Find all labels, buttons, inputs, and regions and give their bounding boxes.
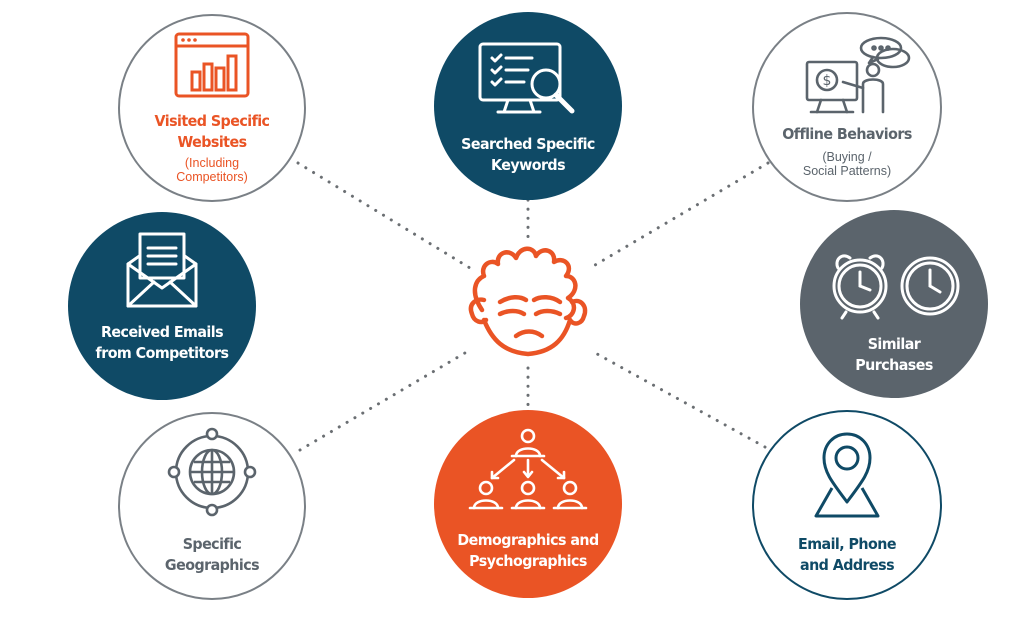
- node-title-line: from Competitors: [95, 344, 229, 362]
- node-visited-websites: Visited Specific Websites (Including Com…: [118, 14, 306, 202]
- node-received-emails: Received Emails from Competitors: [68, 212, 256, 400]
- monitor-checklist-magnifier-icon: [478, 42, 575, 114]
- node-title-line: Visited Specific: [154, 112, 270, 130]
- node-specific-geographics: Specific Geographics: [118, 412, 306, 600]
- person-presenting-dollar-icon: $: [805, 36, 911, 114]
- frowning-face-icon: [468, 246, 588, 357]
- node-title-line: Purchases: [855, 356, 933, 374]
- globe-icon: [167, 427, 257, 517]
- connector-specific-geographics: [298, 348, 472, 452]
- node-title-line: Psychographics: [469, 552, 587, 570]
- node-offline-behaviors: $ Offline Behaviors (Buying / Social Pat…: [752, 12, 942, 202]
- node-title-line: Geographics: [164, 556, 260, 574]
- svg-text:$: $: [823, 73, 832, 89]
- node-title-line: Similar: [867, 335, 921, 353]
- browser-bar-chart-icon: [174, 32, 250, 98]
- node-contact-info: Email, Phone and Address: [752, 410, 942, 600]
- node-subtitle-line: Social Patterns): [802, 164, 892, 178]
- node-title-line: and Address: [799, 556, 895, 574]
- clocks-icon: [832, 254, 960, 320]
- node-demographics: Demographics and Psychographics: [434, 410, 622, 598]
- node-title-line: Keywords: [490, 156, 566, 174]
- node-similar-purchases: Similar Purchases: [800, 210, 988, 398]
- node-title-line: Websites: [177, 133, 247, 151]
- node-title-line: Received Emails: [100, 323, 224, 341]
- envelope-letter-icon: [126, 232, 198, 308]
- node-title-line: Offline Behaviors: [782, 125, 912, 143]
- connector-visited-websites: [296, 161, 472, 270]
- node-title-line: Searched Specific: [461, 135, 595, 153]
- connector-offline-behaviors: [588, 161, 770, 270]
- node-subtitle-line: Competitors): [176, 170, 248, 184]
- node-searched-keywords: Searched Specific Keywords: [434, 12, 622, 200]
- org-chart-people-icon: [468, 428, 588, 510]
- node-title-line: Demographics and: [457, 531, 599, 549]
- connector-contact-info: [588, 348, 767, 449]
- node-title-line: Specific: [182, 535, 242, 553]
- map-pin-icon: [814, 432, 880, 518]
- node-subtitle-line: (Including: [184, 156, 240, 170]
- node-subtitle-line: (Buying /: [822, 150, 872, 164]
- node-title-line: Email, Phone: [798, 535, 897, 553]
